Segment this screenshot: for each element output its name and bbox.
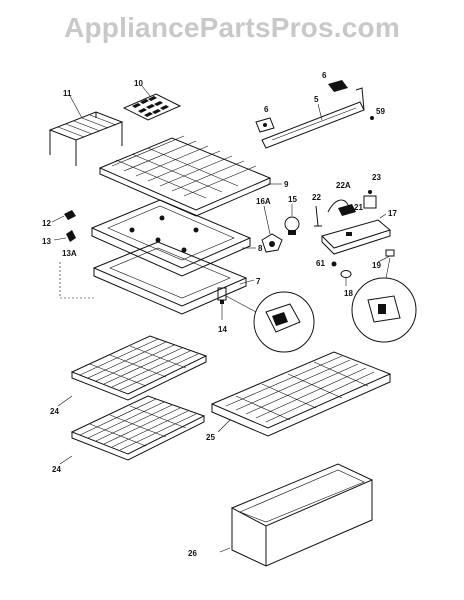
callout-24b: 24 — [52, 465, 61, 474]
callout-22a: 22A — [336, 181, 351, 190]
part-21-control[interactable] — [338, 204, 356, 216]
leader-12 — [51, 215, 65, 223]
part-18-knob[interactable] — [340, 270, 352, 278]
part-11-wire-rack[interactable] — [48, 111, 124, 166]
part-9-shelf-cover[interactable] — [98, 135, 272, 217]
part-26-crisper-drawer[interactable] — [230, 463, 374, 567]
leader-24b — [59, 455, 73, 465]
part-7-lower-frame[interactable] — [92, 241, 248, 315]
part-10-egg-tray[interactable] — [122, 93, 182, 121]
leader-19 — [377, 255, 391, 263]
leader-24a — [57, 395, 73, 407]
callout-9: 9 — [284, 180, 289, 189]
callout-24a: 24 — [50, 407, 59, 416]
part-17-control-housing[interactable] — [321, 219, 392, 255]
leader-7 — [239, 279, 255, 285]
part-12-clip[interactable] — [64, 210, 76, 220]
callout-10: 10 — [134, 79, 143, 88]
callout-16a: 16A — [256, 197, 271, 206]
part-6-bracket-top[interactable] — [328, 80, 348, 92]
part-23-thermostat[interactable] — [363, 190, 377, 209]
leader-17 — [379, 213, 387, 219]
part-5-rail[interactable] — [261, 87, 365, 149]
callout-19: 19 — [372, 261, 381, 270]
part-59-screw[interactable] — [370, 116, 374, 120]
callout-25: 25 — [206, 433, 215, 442]
callout-5: 5 — [314, 95, 319, 104]
callout-13a: 13A — [62, 249, 77, 258]
callout-8: 8 — [258, 244, 263, 253]
callout-23: 23 — [372, 173, 381, 182]
callout-17: 17 — [388, 209, 397, 218]
detail-circle-damper[interactable] — [225, 291, 315, 353]
callout-12: 12 — [42, 219, 51, 228]
assembly-dashed-line — [59, 262, 96, 299]
part-22-sensor-wire[interactable] — [314, 205, 322, 227]
part-61-screw[interactable] — [331, 261, 337, 267]
leader-13 — [53, 237, 67, 241]
callout-15: 15 — [288, 195, 297, 204]
part-13-clip[interactable] — [66, 230, 76, 242]
part-24-wire-shelf-lower[interactable] — [70, 395, 206, 461]
leader-5 — [317, 103, 323, 121]
part-19-switch[interactable] — [385, 249, 395, 257]
part-14-damper[interactable] — [217, 287, 227, 304]
leader-25 — [217, 419, 231, 433]
leader-11 — [69, 95, 83, 119]
leader-16a — [263, 205, 271, 235]
part-16a-light-socket[interactable] — [261, 233, 283, 253]
callout-59: 59 — [376, 107, 385, 116]
part-15-light-bulb[interactable] — [284, 216, 300, 235]
part-8-shelf-frame[interactable] — [90, 199, 252, 277]
callout-61: 61 — [316, 259, 325, 268]
callout-7: 7 — [256, 277, 261, 286]
watermark-text: AppliancePartsPros.com — [64, 12, 400, 43]
callout-13: 13 — [42, 237, 51, 246]
callout-21: 21 — [354, 203, 363, 212]
callout-6a: 6 — [322, 71, 327, 80]
callout-14: 14 — [218, 325, 227, 334]
callout-11: 11 — [63, 89, 72, 98]
leader-26 — [219, 547, 231, 553]
callout-18: 18 — [344, 289, 353, 298]
part-25-crisper-cover[interactable] — [210, 351, 392, 437]
detail-circle-switch[interactable] — [351, 257, 417, 343]
callout-22: 22 — [312, 193, 321, 202]
part-24-wire-shelf-upper[interactable] — [70, 335, 208, 401]
callout-26: 26 — [188, 549, 197, 558]
part-6-bracket-mid[interactable] — [255, 117, 275, 133]
callout-6b: 6 — [264, 105, 269, 114]
leader-10 — [141, 85, 151, 97]
